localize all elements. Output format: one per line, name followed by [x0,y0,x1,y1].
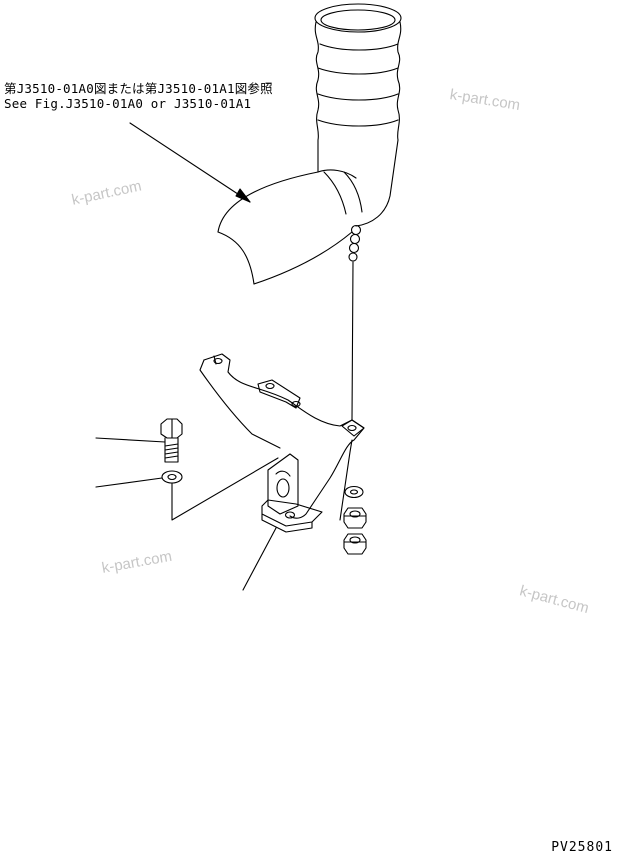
note-reference-en: See Fig.J3510-01A0 or J3510-01A1 [4,96,252,111]
washer-right [344,485,364,499]
note-reference-jp: 第J3510-01A0図または第J3510-01A1図参照 [4,81,273,96]
mounting-bracket [199,353,365,519]
assembly-lines [171,439,353,521]
leader-lines [95,437,277,591]
bolt [160,418,183,463]
nut-upper [343,507,367,529]
washer-left [161,470,183,484]
lower-bracket [261,453,323,533]
nut-lower [343,533,367,555]
note-leader-arrow [129,122,251,203]
exhaust-pipe [217,3,402,421]
drawing-code: PV25801 [551,840,613,855]
